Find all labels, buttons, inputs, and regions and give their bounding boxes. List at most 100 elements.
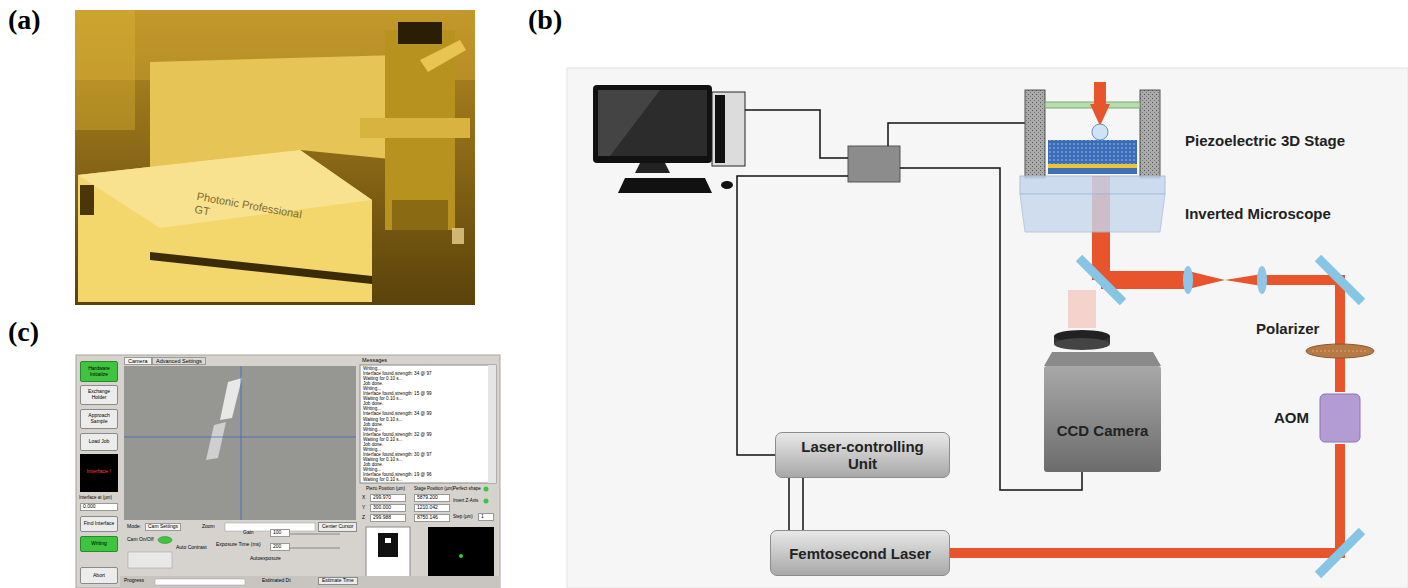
log-line: Interface found,strength: 34 @ 97 [363,371,432,376]
log-line: Job done. [363,381,383,386]
field-value: 200 [270,543,290,551]
log-line: Interface found,strength: 19 @ 96 [363,472,432,477]
mirror [1079,258,1123,302]
panel-background [567,68,1408,588]
log-line: Waiting for 0.10 s... [363,376,402,381]
log-line: Writing... [363,366,381,371]
polarizer-node: Polarizer [1252,318,1378,362]
ui-button: Exchange Holder [80,385,118,405]
shape-part [1320,394,1360,442]
shape-part [1025,90,1045,178]
shape-part [1312,351,1368,352]
log-line: Interface found,strength: 34 @ 99 [363,411,432,416]
axis-label: X [362,495,365,501]
tab-label: Camera [124,357,152,365]
log-line: Job done. [363,462,383,467]
process-box: Laser-controlling Unit [775,432,950,478]
node-label: Inverted Microscope [1185,205,1331,222]
status-text: Interface ! [80,468,118,474]
field-value: 5879.200 [414,494,450,502]
field-value: 0.000 [80,503,118,511]
field-label: Perfect shape [453,486,481,491]
camera-node: CCD Camera [1040,326,1165,472]
ui-button: Load Job [80,433,118,451]
aom-node: AOM [1268,392,1364,444]
field-label: Interface at (µm) [79,495,112,500]
shape-part [1044,352,1161,366]
tab-label: Advanced Settings [152,357,206,365]
ui-button: Abort [80,567,118,584]
log-line: Interface found,strength: 15 @ 99 [363,391,432,396]
ui-button: Writing [80,536,118,552]
field-value: 299.970 [370,494,406,502]
field-label: Autoexposure [250,556,281,562]
log-line: Writing... [363,386,381,391]
node-label: Laser-controlling Unit [793,438,933,472]
log-line: Writing... [363,406,381,411]
computer-icon [593,85,745,193]
field-value: 299.988 [370,514,406,522]
software-screenshot [76,355,500,588]
panel-heading: Messages [362,357,387,363]
shape-part [1048,140,1137,164]
field-label: Piezo Position (µm) [366,486,405,491]
log-line: Writing... [363,427,381,432]
shape-part [1090,104,1110,126]
field-value: 8750.146 [414,514,450,522]
shape-part [1044,366,1161,472]
mirror [1318,258,1362,302]
ui-button: Hardware Initialize [80,361,118,382]
process-box: Femtosecond Laser [770,530,950,576]
field-label: Gain [243,530,254,536]
panel-label: (a) [8,4,41,36]
node-label: Piezoelectric 3D Stage [1185,132,1345,149]
log-line: Waiting for 0.10 s... [363,396,402,401]
field-label: Invert Z-Axis [453,498,478,503]
microscope-node: Inverted Microscope [1020,194,1380,234]
shape-part [1306,344,1374,358]
lens [1183,266,1193,294]
field-label: Stage Position (µm) [414,486,454,491]
log-line: Waiting for 0.10 s... [363,437,402,442]
panel-label: (c) [8,316,39,348]
field-label: Auto Contrast [176,545,207,551]
log-line: Writing... [363,447,381,452]
shape-part [1048,164,1137,168]
log-line: Waiting for 0.10 s... [363,477,402,482]
instrument-photo [75,10,475,305]
log-line: Waiting for 0.10 s... [363,457,402,462]
node-label: Polarizer [1256,320,1319,337]
ui-button: Find Interface [80,516,118,532]
shape-part [1020,194,1165,232]
panel-label: (b) [528,4,562,36]
node-label: Femtosecond Laser [789,545,931,562]
shape-part [1140,90,1160,178]
node-label: CCD Camera [1040,422,1165,439]
ui-button: Estimate Time [318,577,358,585]
axis-label: Z [362,515,365,521]
laser-beam [1335,362,1345,392]
ui-button: Center Cursor [318,522,357,532]
field-label: Cam On/Off [127,537,154,543]
shape-part [1048,168,1137,174]
log-line: Writing... [363,467,381,472]
field-value: 1 [478,513,494,521]
axis-label: Y [362,505,365,511]
field-value: 1210.042 [414,504,450,512]
field-label: Mode: [127,524,141,530]
log-line: Job done. [363,401,383,406]
field-label: Progress [124,578,144,584]
signal-hub [848,146,900,182]
node-label: AOM [1274,409,1309,426]
field-label: Exposure Time (ms) [216,542,261,548]
stage-node: Piezoelectric 3D Stage [1020,82,1380,194]
log-line: Waiting for 0.10 s... [363,417,402,422]
log-line: Interface found,strength: 32 @ 99 [363,432,432,437]
shape-part [1094,82,1106,104]
log-line: Job done. [363,442,383,447]
shape-part [1020,176,1165,194]
shape-part [1054,338,1110,350]
